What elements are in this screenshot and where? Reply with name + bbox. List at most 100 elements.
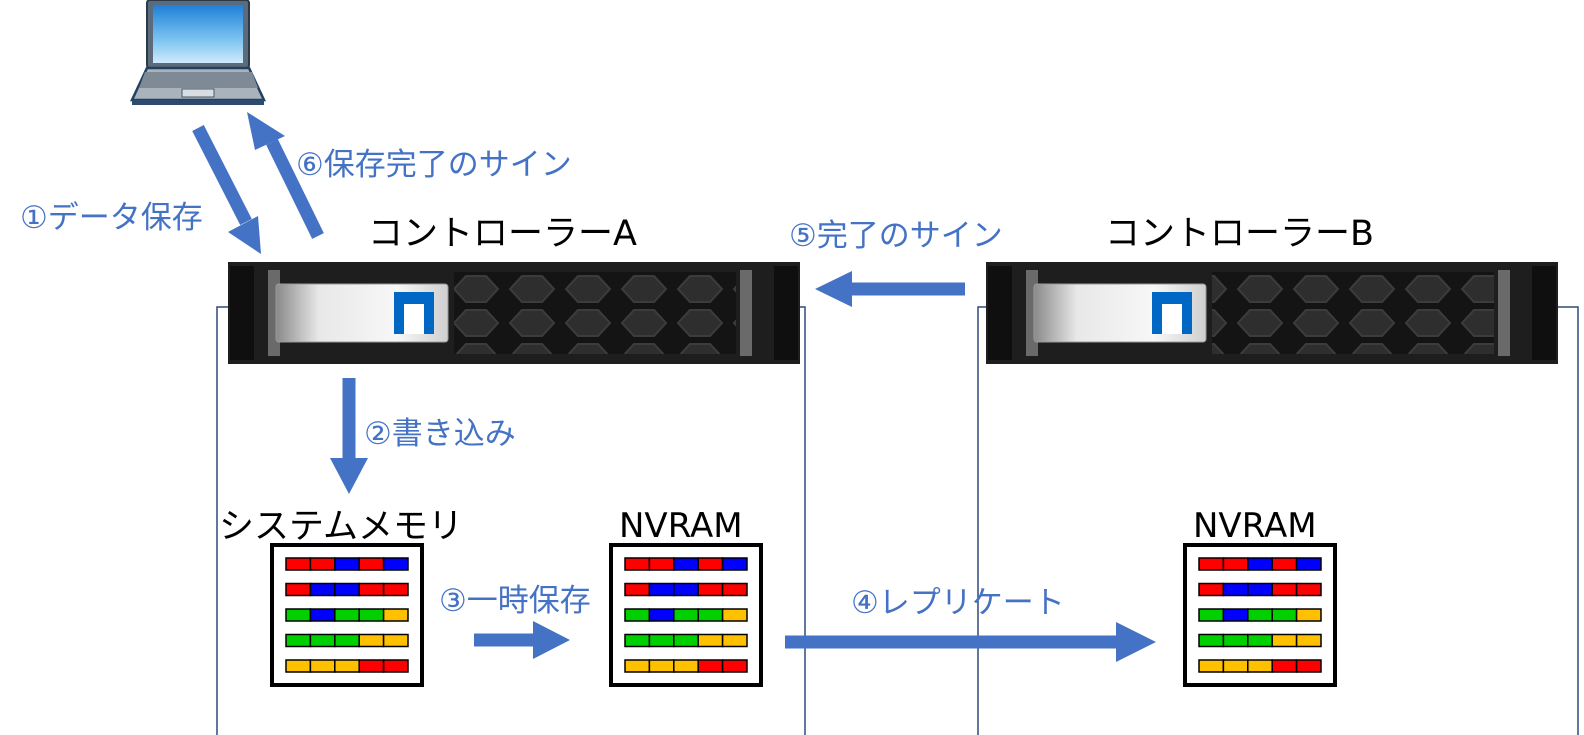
memory-cell: [673, 582, 699, 597]
memory-cell: [309, 608, 336, 622]
memory-cell: [334, 659, 360, 673]
memory-cell: [1271, 608, 1298, 622]
memory-cell: [697, 582, 724, 597]
memory-cell: [673, 557, 699, 571]
memory-cell: [648, 633, 675, 648]
nvram-b-label: NVRAM: [1193, 506, 1317, 546]
step4-label: ④レプリケート: [851, 585, 1065, 621]
memory-cell: [624, 633, 651, 648]
netapp-logo-icon: [1152, 292, 1192, 334]
memory-cell: [358, 633, 385, 648]
memory-cell: [1247, 659, 1273, 673]
memory-cell: [1222, 659, 1249, 673]
memory-cell: [697, 608, 724, 622]
replicate-arrow: [785, 622, 1156, 662]
memory-cell: [358, 608, 385, 622]
chassis-ear-right: [774, 266, 798, 360]
memory-cell: [624, 608, 651, 622]
memory-cell: [358, 557, 385, 571]
memory-cell: [309, 557, 336, 571]
memory-cell: [1247, 608, 1273, 622]
memory-cell: [721, 582, 748, 597]
memory-cell: [673, 633, 699, 648]
memory-cell: [648, 557, 675, 571]
memory-cell: [382, 608, 409, 622]
memory-cell: [1295, 557, 1322, 571]
memory-cell: [721, 557, 748, 571]
memory-cell: [1198, 659, 1225, 673]
memory-cell: [1271, 633, 1298, 648]
nvram-a-module: [609, 543, 763, 687]
memory-cell: [1295, 659, 1322, 673]
memory-cell: [1198, 633, 1225, 648]
memory-cell: [1222, 608, 1249, 622]
chassis-rail-right: [740, 270, 752, 356]
memory-cell: [358, 659, 385, 673]
memory-cell: [721, 633, 748, 648]
memory-cell: [697, 659, 724, 673]
memory-cell: [309, 659, 336, 673]
nvram-a-label: NVRAM: [619, 506, 743, 546]
memory-cell: [334, 608, 360, 622]
laptop-icon: [130, 0, 266, 105]
memory-cell: [285, 557, 312, 571]
memory-cell: [1247, 557, 1273, 571]
save-complete-arrow: [247, 112, 324, 239]
memory-cell: [309, 633, 336, 648]
memory-cell: [721, 659, 748, 673]
step6-label: ⑥保存完了のサイン: [296, 147, 572, 183]
temp-save-arrow: [474, 621, 570, 659]
memory-cell: [1222, 582, 1249, 597]
chassis-ear-left: [230, 266, 254, 360]
memory-cell: [285, 633, 312, 648]
memory-cell: [382, 582, 409, 597]
memory-cell: [648, 659, 675, 673]
memory-cell: [358, 582, 385, 597]
memory-cell: [382, 633, 409, 648]
chassis-ear-left: [988, 266, 1012, 360]
nvram-b-module: [1183, 543, 1337, 687]
storage-controller-icon: [986, 262, 1558, 364]
write-data-arrow: [192, 125, 261, 254]
memory-cell: [697, 557, 724, 571]
memory-cell: [1247, 633, 1273, 648]
memory-cell: [1271, 582, 1298, 597]
memory-cell: [334, 582, 360, 597]
memory-cell: [1222, 557, 1249, 571]
memory-cell: [309, 582, 336, 597]
memory-cell: [697, 633, 724, 648]
step1-label: ①データ保存: [20, 200, 203, 236]
memory-cell: [648, 608, 675, 622]
memory-cell: [624, 659, 651, 673]
chassis-rail-right: [1498, 270, 1510, 356]
memory-cell: [624, 557, 651, 571]
memory-cell: [648, 582, 675, 597]
memory-cell: [1247, 582, 1273, 597]
memory-cell: [382, 659, 409, 673]
chassis-vent: [454, 272, 736, 354]
controller-b-label: コントローラーB: [1105, 214, 1374, 254]
memory-cell: [624, 582, 651, 597]
memory-cell: [1198, 557, 1225, 571]
memory-cell: [1271, 659, 1298, 673]
step5-label: ⑤完了のサイン: [789, 218, 1003, 254]
controller-a-label: コントローラーA: [368, 214, 637, 254]
memory-cell: [285, 659, 312, 673]
step2-label: ②書き込み: [364, 416, 516, 452]
memory-cell: [1198, 608, 1225, 622]
memory-cell: [673, 608, 699, 622]
memory-cell: [721, 608, 748, 622]
write-arrow: [330, 378, 368, 494]
memory-cell: [285, 608, 312, 622]
memory-cell: [334, 557, 360, 571]
memory-cell: [1295, 633, 1322, 648]
memory-cell: [334, 633, 360, 648]
chassis-ear-right: [1532, 266, 1556, 360]
chassis-vent: [1212, 272, 1494, 354]
memory-cell: [285, 582, 312, 597]
memory-cell: [382, 557, 409, 571]
storage-controller-icon: [228, 262, 800, 364]
memory-cell: [1222, 633, 1249, 648]
